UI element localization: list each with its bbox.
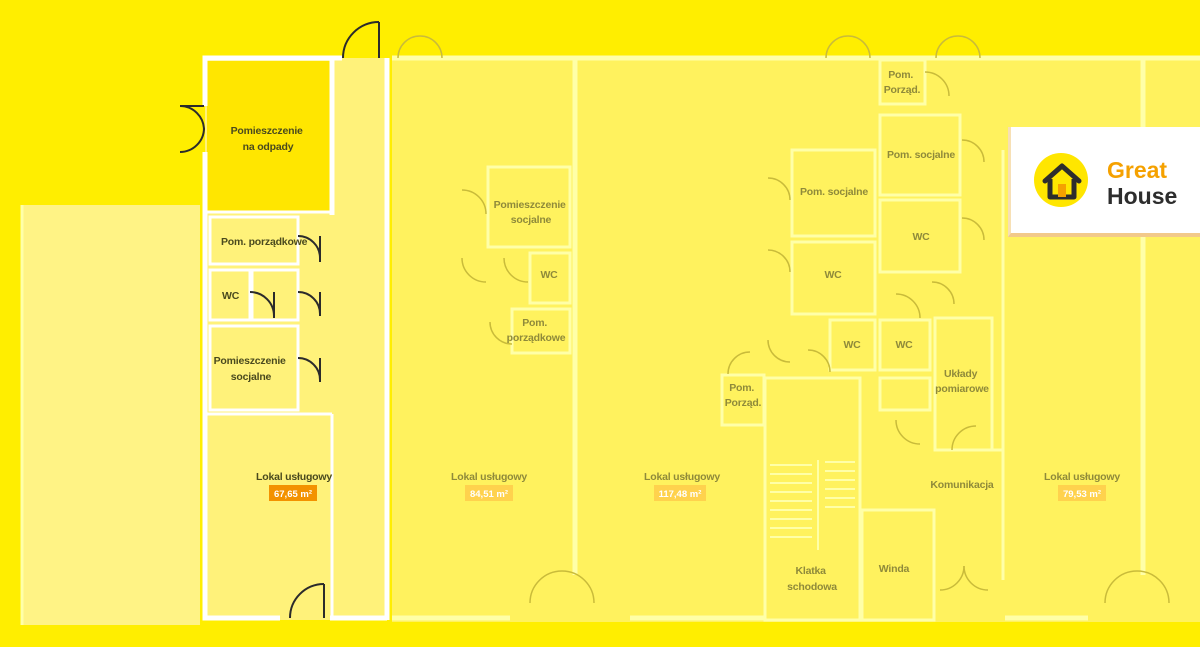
room-label-social-3: Pom. socjalne xyxy=(887,149,955,161)
unit-area-badge-1 xyxy=(269,485,317,501)
unit-label-3: Lokal usługowy xyxy=(644,471,720,483)
unit-area-badge-2 xyxy=(465,485,513,501)
room-label-social-1-line2: socjalne xyxy=(231,371,272,383)
room-label-wc-5: WC xyxy=(843,339,861,351)
room-label-cleaning-4-line2: Porząd. xyxy=(725,397,762,409)
room-label-social-1: Pomieszczenie socjalne xyxy=(214,355,289,383)
unit-label-4: Lokal usługowy xyxy=(1044,471,1120,483)
room-label-cleaning-3-line2: Porząd. xyxy=(884,84,921,96)
room-label-social-4: Pom. socjalne xyxy=(800,186,868,198)
room-label-cleaning-1: Pom. porządkowe xyxy=(221,236,308,248)
door-arcs-other xyxy=(397,35,1170,604)
unit-area-4: 79,53 m² xyxy=(1063,489,1101,500)
room-label-meters-line1: Układy xyxy=(944,368,978,380)
room-label-social-2: Pomieszczenie socjalne xyxy=(494,199,569,226)
room-label-social-1-line1: Pomieszczenie xyxy=(214,355,286,367)
great-house-logo: Great House xyxy=(1008,127,1200,237)
unit-area-1: 67,65 m² xyxy=(274,489,312,500)
unit-label-2: Lokal usługowy xyxy=(451,471,527,483)
unit-area-badge-4 xyxy=(1058,485,1106,501)
room-label-wc-3: WC xyxy=(912,231,930,243)
room-label-cleaning-2: Pom. porządkowe xyxy=(507,317,566,344)
logo-text-line2: House xyxy=(1107,183,1178,209)
active-unit-walls xyxy=(202,55,390,621)
room-label-cleaning-2-line2: porządkowe xyxy=(507,332,566,344)
room-label-social-2-line1: Pomieszczenie xyxy=(494,199,566,211)
waste-room xyxy=(207,61,331,211)
unit-area-2: 84,51 m² xyxy=(470,489,508,500)
room-label-wc-4: WC xyxy=(824,269,842,281)
unit-area-3: 117,48 m² xyxy=(659,489,702,500)
room-label-waste-line2: na odpady xyxy=(243,141,294,153)
room-label-social-2-line2: socjalne xyxy=(511,214,552,226)
room-label-cleaning-2-line1: Pom. xyxy=(522,317,547,329)
logo-text: Great House xyxy=(1107,157,1177,209)
left-strip xyxy=(22,205,200,625)
room-label-wc-1: WC xyxy=(222,290,240,302)
logo-text-line1: Great xyxy=(1107,157,1168,183)
room-label-cleaning-4: Pom. Porząd. xyxy=(725,382,762,409)
room-label-meters: Układy pomiarowe xyxy=(935,368,989,395)
room-label-meters-line2: pomiarowe xyxy=(935,383,989,395)
room-label-staircase-line2: schodowa xyxy=(787,581,837,593)
unit-label-1: Lokal usługowy xyxy=(256,471,332,483)
room-label-communication: Komunikacja xyxy=(930,479,994,491)
room-label-elevator: Winda xyxy=(879,563,910,575)
door-arcs-active xyxy=(179,21,380,619)
room-label-cleaning-3-line1: Pom. xyxy=(888,69,913,81)
room-label-wc-2: WC xyxy=(540,269,558,281)
house-icon xyxy=(1042,163,1082,200)
unit-area-badge-3 xyxy=(654,485,706,501)
room-label-cleaning-3: Pom. Porząd. xyxy=(884,69,921,96)
stair-steps xyxy=(770,460,855,550)
room-label-staircase: Klatka schodowa xyxy=(787,565,837,593)
room-label-cleaning-4-line1: Pom. xyxy=(729,382,754,394)
room-label-wc-6: WC xyxy=(895,339,913,351)
room-label-staircase-line1: Klatka xyxy=(795,565,826,577)
room-label-waste-line1: Pomieszczenie xyxy=(231,125,303,137)
room-label-waste: Pomieszczenie na odpady xyxy=(231,125,306,153)
